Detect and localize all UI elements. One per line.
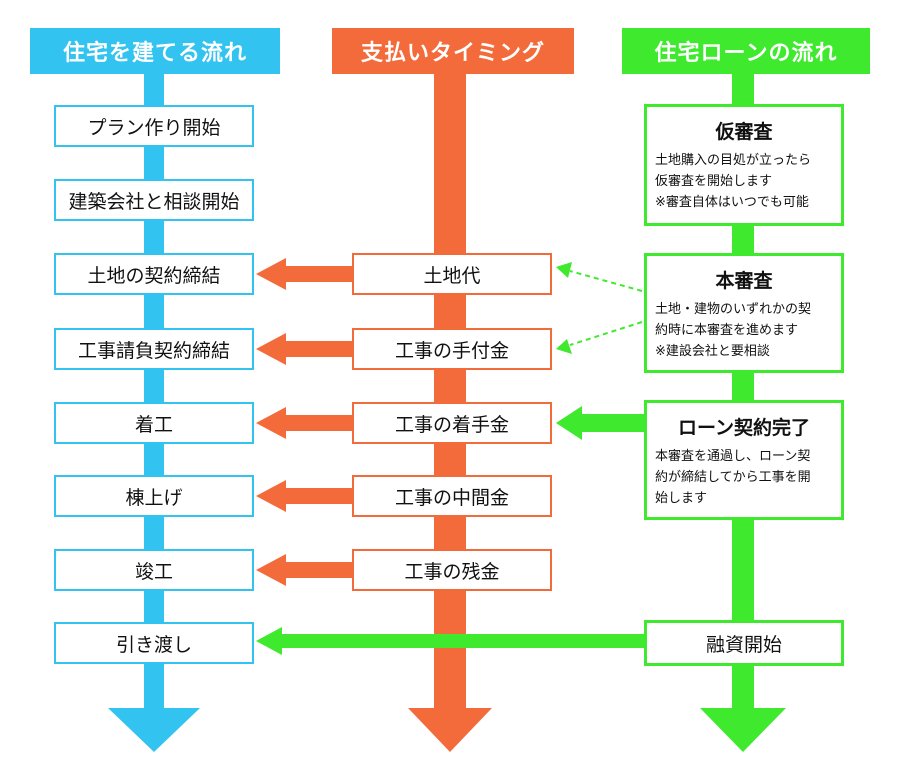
loan-step-title: 仮審査 [715, 121, 773, 143]
loan-step-disbursement: 融資開始 [644, 620, 844, 666]
payment-start: 工事の着手金 [352, 402, 552, 444]
payment-interim: 工事の中間金 [352, 475, 552, 517]
payment-arrow-3 [256, 407, 354, 439]
loan-arrow-handover [256, 627, 644, 655]
loan-step-contract-complete: ローン契約完了 本審査を通過し、ローン契 約が締結してから工事を開 始します [644, 400, 844, 520]
loan-flow-header: 住宅ローンの流れ [622, 28, 870, 74]
loan-step-desc-line: ※建設会社と要相談 [655, 344, 770, 359]
build-step-construction-contract: 工事請負契約締結 [54, 328, 254, 370]
loan-step-desc-line: ※審査自体はいつでも可能 [655, 195, 809, 210]
payment-arrow-1 [256, 258, 354, 290]
payment-arrow-5 [256, 554, 354, 586]
payment-arrow-4 [256, 480, 354, 512]
loan-arrow-start-construction [556, 406, 644, 440]
build-step-groundbreaking: 着工 [54, 402, 254, 444]
build-step-handover: 引き渡し [54, 622, 254, 664]
loan-step-desc-line: 土地購入の目処が立ったら [655, 153, 812, 168]
loan-step-desc-line: 約が締結してから工事を開 [655, 470, 811, 485]
loan-step-final-review: 本審査 土地・建物のいずれかの契 約時に本審査を進めます ※建設会社と要相談 [644, 253, 844, 373]
loan-step-preliminary-review: 仮審査 土地購入の目処が立ったら 仮審査を開始します ※審査自体はいつでも可能 [644, 104, 844, 226]
loan-step-desc-line: 本審査を通過し、ローン契 [655, 449, 811, 464]
build-step-consult: 建築会社と相談開始 [54, 179, 254, 221]
loan-column-arrow [700, 74, 786, 752]
loan-step-desc-line: 仮審査を開始します [655, 174, 773, 189]
loan-step-title: 本審査 [715, 270, 773, 292]
loan-step-desc-line: 土地・建物のいずれかの契 [655, 302, 812, 317]
payment-column-arrow [408, 74, 492, 752]
payment-deposit: 工事の手付金 [352, 328, 552, 370]
loan-step-title: ローン契約完了 [677, 417, 811, 439]
loan-step-desc-line: 約時に本審査を進めます [655, 323, 799, 338]
build-step-land-contract: 土地の契約締結 [54, 253, 254, 295]
payment-final: 工事の残金 [352, 549, 552, 591]
payment-arrow-2 [256, 333, 354, 365]
payment-land: 土地代 [352, 253, 552, 295]
build-step-completion: 竣工 [54, 549, 254, 591]
loan-dashed-arrow-2 [556, 321, 643, 354]
build-flow-header: 住宅を建てる流れ [30, 28, 280, 74]
loan-step-desc-line: 始します [655, 491, 708, 506]
loan-dashed-arrow-1 [556, 262, 643, 292]
build-step-framing: 棟上げ [54, 475, 254, 517]
build-step-plan: プラン作り開始 [54, 105, 254, 147]
payment-timing-header: 支払いタイミング [332, 28, 574, 74]
